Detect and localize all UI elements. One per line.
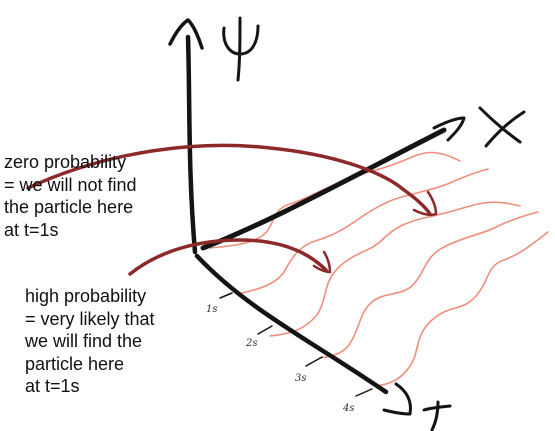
- wave-curve-t3: [269, 201, 521, 337]
- time-axis: [194, 253, 389, 395]
- psi-label: [222, 16, 260, 82]
- tick-mark-4s: [355, 388, 373, 397]
- high-probability-line: particle here: [25, 353, 125, 374]
- high-probability-line: we will find the: [25, 331, 143, 351]
- x-axis-arrowhead: [432, 116, 466, 142]
- zero-probability-line: = we will not find: [4, 174, 137, 195]
- tick-mark-3s: [305, 356, 323, 367]
- tick-label-2s: 2s: [245, 338, 258, 349]
- high-probability-note: high probability = very likely that we w…: [25, 285, 155, 398]
- zero-probability-arrow: [26, 143, 432, 216]
- zero-probability-line: zero probability: [4, 152, 127, 172]
- high-probability-line: = very likely that: [25, 308, 155, 329]
- zero-probability-line: at t=1s: [4, 219, 59, 240]
- tick-label-4s: 4s: [342, 403, 355, 414]
- wave-curve-t2: [236, 168, 489, 295]
- high-probability-arrowhead: [312, 250, 332, 274]
- wave-curve-t5: [375, 231, 549, 387]
- tick-label-1s: 1s: [206, 304, 218, 315]
- zero-probability-line: the particle here: [4, 197, 134, 217]
- vertical-axis-arrowhead: [168, 18, 204, 50]
- time-axis-arrowhead: [382, 382, 412, 416]
- high-probability-arrow: [128, 238, 328, 276]
- tick-mark-1s: [219, 292, 233, 299]
- time-tick-marks: [219, 292, 373, 397]
- x-label: [478, 106, 526, 148]
- tick-mark-2s: [257, 325, 273, 335]
- zero-probability-note: zero probability = we will not find the …: [4, 151, 137, 241]
- high-probability-line: high probability: [25, 286, 147, 306]
- wave-curves: [209, 151, 549, 387]
- zero-probability-arrowhead: [412, 190, 438, 217]
- axes: [168, 18, 466, 416]
- t-label: [422, 400, 452, 431]
- tick-label-3s: 3s: [295, 373, 307, 384]
- high-probability-line: at t=1s: [25, 376, 80, 396]
- x-axis: [200, 127, 447, 251]
- vertical-axis: [185, 34, 198, 255]
- wave-curve-t4: [319, 211, 539, 359]
